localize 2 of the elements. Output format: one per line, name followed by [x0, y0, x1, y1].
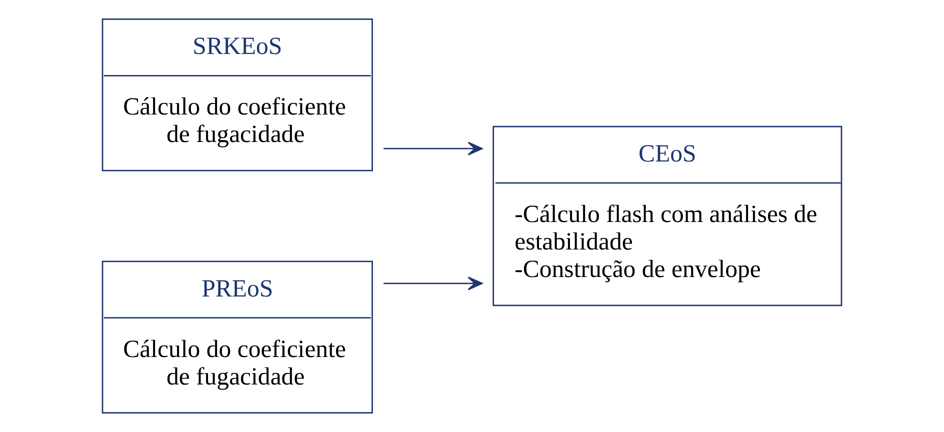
arrow [384, 142, 483, 156]
arrow [384, 276, 483, 290]
